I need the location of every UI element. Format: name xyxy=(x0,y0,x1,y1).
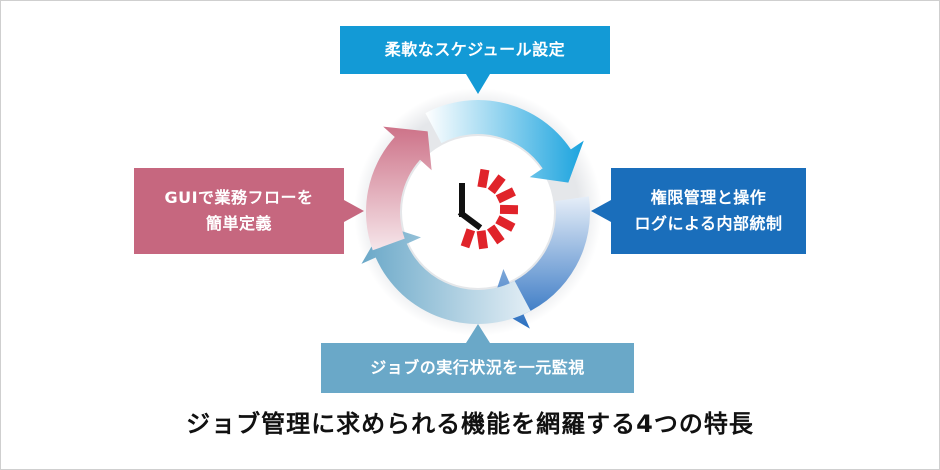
clock-tick xyxy=(495,187,516,204)
clock-tick xyxy=(487,174,506,195)
feature-monitoring: ジョブの実行状況を一元監視 xyxy=(321,343,634,393)
clock-tick xyxy=(476,230,489,250)
feature-gui-flow-line1: GUIで業務フローを xyxy=(164,188,314,207)
feature-access-control-line1: 権限管理と操作 xyxy=(650,188,767,207)
clock-tick xyxy=(477,168,490,189)
feature-gui-flow-line2: 簡単定義 xyxy=(205,214,272,233)
clock-icon xyxy=(457,168,519,250)
clock-tick xyxy=(486,224,505,245)
ring-center xyxy=(402,136,554,288)
feature-monitoring-label: ジョブの実行状況を一元監視 xyxy=(370,358,585,377)
feature-schedule-label: 柔軟なスケジュール設定 xyxy=(384,40,566,59)
feature-access-control: 権限管理と操作 ログによる内部統制 xyxy=(611,168,806,254)
arrow-segment-top xyxy=(425,99,584,183)
feature-schedule: 柔軟なスケジュール設定 xyxy=(340,26,610,74)
clock-tick xyxy=(460,228,476,249)
feature-access-control-line2: ログによる内部統制 xyxy=(634,214,783,233)
arrow-segment-bottom xyxy=(361,225,531,324)
clock-tick xyxy=(495,215,516,232)
pointer-right xyxy=(591,200,611,222)
pointer-bottom xyxy=(466,324,490,343)
pointer-top xyxy=(466,74,490,94)
pointer-left xyxy=(344,200,364,222)
diagram-caption: ジョブ管理に求められる機能を網羅する4つの特長 xyxy=(186,410,754,438)
arrow-segment-left xyxy=(366,126,432,251)
feature-gui-flow: GUIで業務フローを 簡単定義 xyxy=(134,168,344,254)
